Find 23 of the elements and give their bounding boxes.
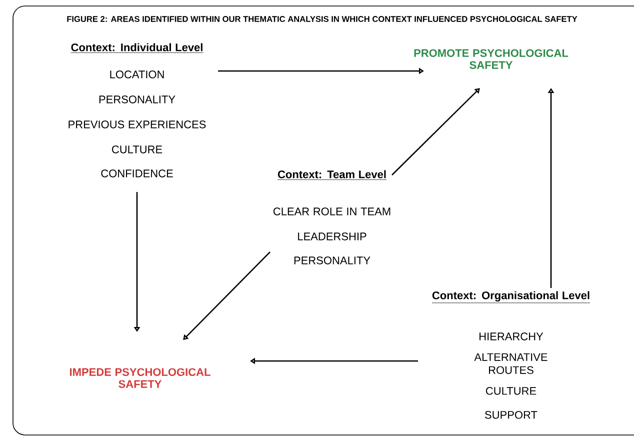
list-item: CLEAR ROLE IN TEAM: [273, 208, 390, 216]
heading: Context: Team Level: [277, 170, 387, 180]
list-item: SUPPORT: [485, 411, 538, 419]
list-item: HIERARCHY: [480, 332, 544, 340]
list-item: CULTURE: [486, 387, 536, 395]
heading: Context: Individual Level: [70, 43, 204, 53]
outcome-label: PROMOTE PSYCHOLOGICAL SAFETY: [414, 49, 568, 69]
category-list: [273, 170, 390, 264]
list-item: ALTERNATIVE ROUTES: [474, 353, 548, 374]
list-item: PREVIOUS EXPERIENCES: [68, 120, 206, 128]
list-item: PERSONALITY: [294, 256, 370, 264]
outcome-label: IMPEDE PSYCHOLOGICAL SAFETY: [70, 368, 210, 388]
list-item: CULTURE: [112, 146, 162, 154]
title: FIGURE 2: AREAS IDENTIFIED WITHIN OUR THEMATIC ANALYSIS IN WHICH CONTEXT INFLUENCED PSYCHOLOGICAL SAFETY: [67, 16, 578, 22]
list-item: CONFIDENCE: [101, 170, 173, 178]
heading: Context: Organisational Level: [432, 291, 590, 304]
arrow: [183, 252, 270, 340]
list-item: PERSONALITY: [99, 96, 176, 104]
category-list: [68, 43, 206, 178]
arrow: [392, 88, 480, 176]
list-item: LOCATION: [110, 70, 164, 78]
category-list: [432, 291, 590, 419]
list-item: LEADERSHIP: [298, 232, 366, 240]
